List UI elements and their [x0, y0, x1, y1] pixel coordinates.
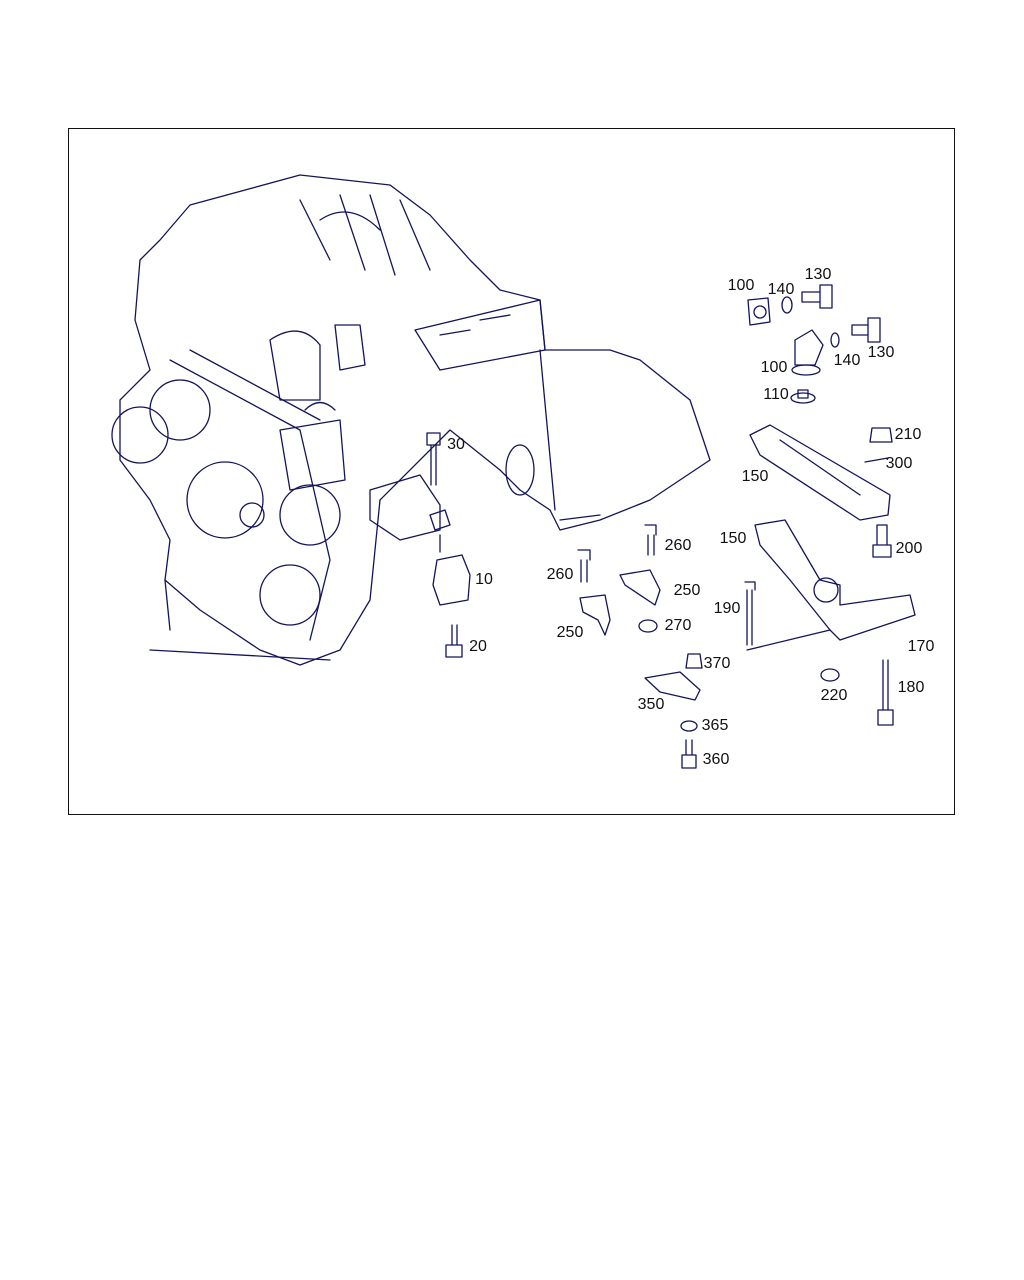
part-label-170: 170	[907, 638, 935, 655]
part-label-150: 150	[719, 530, 747, 547]
part-label-100: 100	[760, 359, 788, 376]
part-label-130: 130	[804, 266, 832, 283]
part-label-100: 100	[727, 277, 755, 294]
part-label-270: 270	[664, 617, 692, 634]
mount-parts	[426, 284, 916, 769]
part-label-180: 180	[897, 679, 925, 696]
part-label-360: 360	[702, 751, 730, 768]
part-label-210: 210	[894, 426, 922, 443]
part-label-250: 250	[673, 582, 701, 599]
part-label-130: 130	[867, 344, 895, 361]
diagram-frame	[68, 128, 955, 815]
part-label-110: 110	[763, 386, 789, 403]
engine-illustration	[111, 174, 711, 666]
part-label-300: 300	[885, 455, 913, 472]
part-label-140: 140	[833, 352, 861, 369]
part-label-365: 365	[701, 717, 729, 734]
part-label-10: 10	[475, 571, 493, 588]
part-label-200: 200	[895, 540, 923, 557]
part-label-220: 220	[820, 687, 848, 704]
part-label-260: 260	[664, 537, 692, 554]
part-label-260: 260	[546, 566, 574, 583]
part-label-250: 250	[556, 624, 584, 641]
part-label-370: 370	[703, 655, 731, 672]
part-label-30: 30	[447, 436, 465, 453]
part-label-350: 350	[637, 696, 665, 713]
part-label-190: 190	[713, 600, 741, 617]
part-label-150: 150	[741, 468, 769, 485]
part-label-140: 140	[767, 281, 795, 298]
part-label-20: 20	[469, 638, 487, 655]
